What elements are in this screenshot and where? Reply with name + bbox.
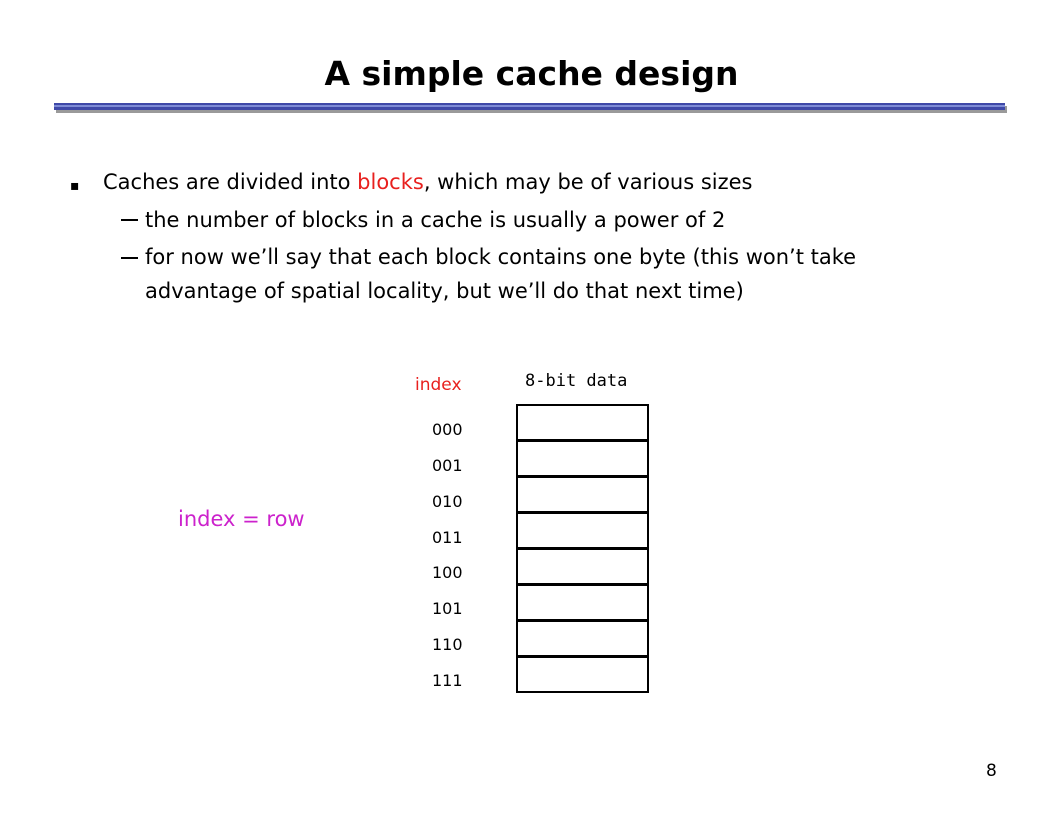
- row-index: 111: [432, 671, 463, 690]
- title-underline: [54, 103, 1005, 110]
- bullet-main-before: Caches are divided into: [103, 170, 358, 194]
- index-header: index: [415, 375, 462, 395]
- row-index: 010: [432, 492, 463, 511]
- page-number: 8: [986, 761, 997, 781]
- cache-block: [516, 440, 649, 477]
- sub-bullet-1: the number of blocks in a cache is usual…: [145, 208, 726, 232]
- sub-bullet-2-line-2: advantage of spatial locality, but we’ll…: [145, 279, 744, 303]
- cache-block: [516, 512, 649, 549]
- row-index: 001: [432, 456, 463, 475]
- sub-bullet-dash-icon: [121, 257, 138, 259]
- cache-block: [516, 656, 649, 693]
- bullet-main-highlight: blocks: [357, 170, 424, 194]
- row-index: 110: [432, 635, 463, 654]
- slide-title: A simple cache design: [324, 54, 739, 93]
- cache-block: [516, 476, 649, 513]
- index-row-equation: index = row: [178, 507, 305, 531]
- row-index: 101: [432, 599, 463, 618]
- data-header: 8-bit data: [525, 371, 628, 391]
- sub-bullet-2-line-1: for now we’ll say that each block contai…: [145, 245, 857, 269]
- bullet-main-after: , which may be of various sizes: [423, 170, 753, 194]
- bullet-main: Caches are divided into blocks, which ma…: [103, 172, 753, 193]
- cache-block: [516, 548, 649, 585]
- cache-block: [516, 584, 649, 621]
- sub-bullet-dash-icon: [121, 219, 138, 221]
- row-index: 100: [432, 563, 463, 582]
- row-index: 011: [432, 528, 463, 547]
- cache-block: [516, 404, 649, 441]
- bullet-marker-icon: ▪: [70, 178, 80, 194]
- cache-block: [516, 620, 649, 657]
- row-index: 000: [432, 420, 463, 439]
